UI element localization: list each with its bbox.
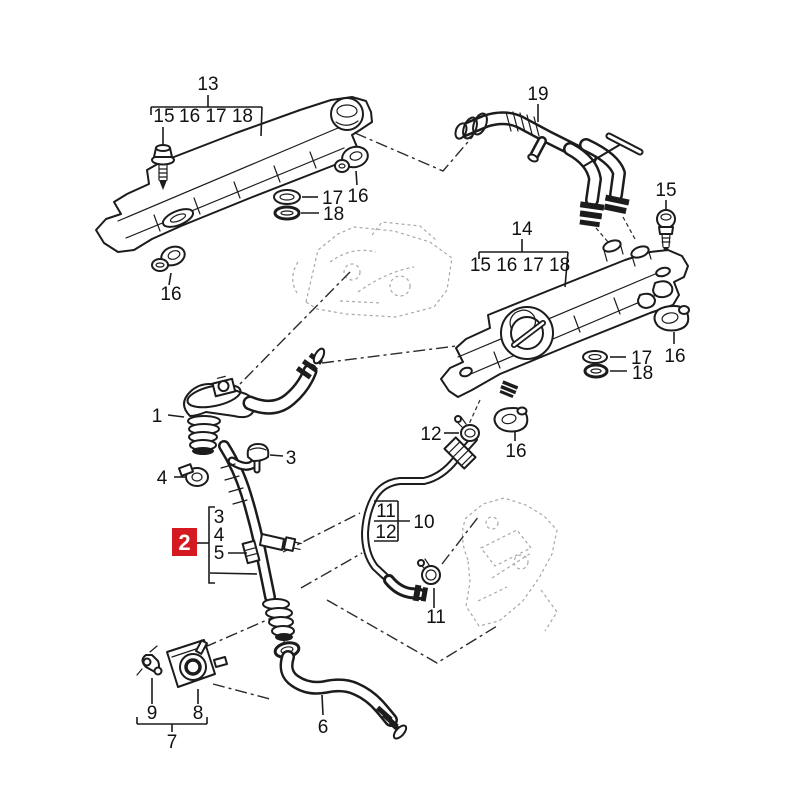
callout-15-right: 15: [655, 180, 677, 209]
callout-19: 19: [527, 84, 549, 122]
callout-4: 4: [157, 468, 185, 489]
callout-18-right-label: 18: [632, 363, 653, 384]
callout-4-label: 4: [157, 468, 168, 489]
vent-pipe-10: [361, 435, 478, 602]
callout-4-stack-label: 4: [214, 525, 225, 546]
bracket-9: [136, 645, 163, 676]
callout-16-below-label: 16: [160, 284, 181, 305]
callout-14: 14 15 16 17 18: [470, 219, 570, 288]
callout-11-label: 11: [426, 607, 446, 628]
bracket-9-8-7: 9 8 7: [136, 678, 208, 753]
callout-3-label: 3: [286, 448, 297, 469]
engine-sketch-lower: [461, 497, 558, 632]
callout-3: 3: [269, 448, 297, 469]
callout-19-label: 19: [527, 84, 548, 105]
engine-sketch-upper: [292, 221, 453, 318]
clamp-12: [454, 415, 480, 442]
clamp-4: [177, 463, 209, 487]
callout-15-right-label: 15: [655, 180, 676, 201]
callout-18-left-label: 18: [323, 204, 344, 225]
callout-17-right: 17: [610, 348, 652, 369]
callout-12: 12: [420, 424, 459, 445]
callout-6-label: 6: [318, 717, 329, 738]
callout-16-right: 16: [664, 332, 686, 367]
bolt-15-left: [151, 144, 175, 190]
clamp-16-below-cover13: [151, 245, 186, 272]
oil-filler-cap-13: [330, 97, 364, 131]
callout-16-below-cover13: 16: [160, 272, 182, 305]
bracket-11-12-10: 11 12 10: [374, 500, 435, 543]
callout-18-left: 18: [301, 204, 344, 225]
callout-17-right-label: 17: [631, 348, 652, 369]
callout-2-label: 2: [178, 530, 190, 555]
callout-15-16-17-18-row-label: 15 16 17 18: [470, 255, 570, 276]
callout-16-cap-label: 16: [347, 186, 368, 207]
callout-17-left: 17: [302, 188, 343, 209]
seal-18-left: [273, 205, 301, 221]
breather-hose-19: [454, 111, 644, 228]
bracket-3-4-5: 3 4 5: [208, 506, 258, 584]
callout-7-label: 7: [167, 732, 178, 753]
callout-16-17-18-row-label: 16 17 18: [179, 106, 253, 127]
clamp-16-right: [653, 305, 690, 332]
clamp-16-cap: [334, 145, 369, 173]
callout-16-mid-label: 16: [505, 441, 526, 462]
clamp-16-mid: [493, 406, 529, 433]
callout-5-stack-label: 5: [214, 543, 225, 564]
clamp-11: [417, 558, 441, 585]
callout-16-cap: 16: [347, 170, 369, 207]
callout-12-label: 12: [420, 424, 441, 445]
bolt-15-right: [656, 209, 676, 255]
check-valve-8: [166, 639, 228, 688]
valve-cover-14: [440, 239, 689, 399]
callout-12-stack-label: 12: [375, 522, 396, 543]
callout-10-label: 10: [413, 512, 434, 533]
callout-14-label: 14: [511, 219, 533, 240]
highlighted-callout-2[interactable]: 2: [172, 528, 209, 556]
callout-11: 11: [426, 588, 446, 628]
callout-16-right-label: 16: [664, 346, 685, 367]
callout-3-stack-label: 3: [214, 507, 225, 528]
callout-11-stack-label: 11: [376, 501, 396, 522]
callout-13-label: 13: [197, 74, 218, 95]
callout-8-label: 8: [193, 703, 204, 724]
seal-18-right: [583, 363, 609, 379]
vent-hose-1: [183, 347, 326, 455]
callout-2-highlight-box[interactable]: [172, 528, 197, 556]
callout-15-left-label: 15: [153, 106, 174, 127]
callout-13: 13 15 16 17 18: [150, 74, 263, 146]
washer-17-left: [273, 189, 301, 205]
valve-cover-13: [95, 96, 373, 253]
callout-16-mid: 16: [505, 431, 527, 462]
hose-clamp-bolt: [211, 375, 237, 398]
callout-9-label: 9: [147, 703, 158, 724]
washer-17-right: [582, 350, 608, 364]
vent-hose-6: [273, 641, 408, 740]
plug-3: [246, 443, 270, 474]
callout-6: 6: [318, 694, 329, 738]
callout-1: 1: [152, 406, 185, 427]
oil-filler-cap-14: [500, 306, 554, 360]
callout-18-right: 18: [610, 363, 653, 384]
callout-1-label: 1: [152, 406, 163, 427]
vent-hose-2: [218, 440, 302, 641]
callout-17-left-label: 17: [322, 188, 343, 209]
